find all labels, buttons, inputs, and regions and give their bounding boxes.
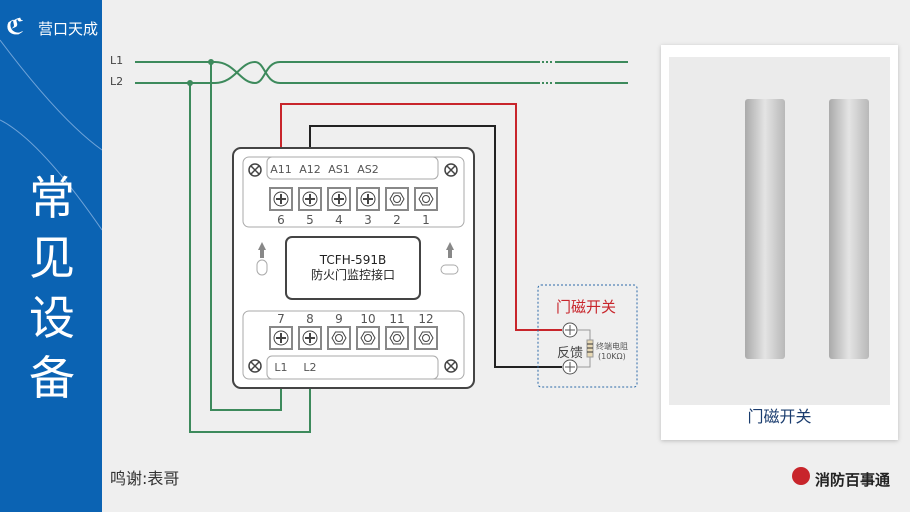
- l1-wire: [135, 61, 628, 85]
- resistor-label: 终端电阻: [596, 342, 628, 351]
- door-switch-title: 门磁开关: [556, 298, 617, 316]
- l2-wire: [135, 60, 628, 84]
- terminal-number: 9: [335, 312, 343, 326]
- terminal-number: 4: [335, 213, 343, 227]
- sidebar: ℭ 营口天成 常见设备: [0, 0, 102, 512]
- terminal-number: 3: [364, 213, 372, 227]
- red-wire: [280, 103, 562, 331]
- top-label: A12: [299, 163, 321, 176]
- logo-icon: ℭ: [6, 15, 25, 40]
- credit-text: 鸣谢:表哥: [110, 469, 180, 488]
- door-magnet-photo: [669, 57, 890, 405]
- brand-name: 营口天成: [38, 20, 99, 38]
- footer-brand: 消防百事通: [815, 471, 891, 489]
- footer-logo-icon: [792, 467, 810, 485]
- l2-label: L2: [110, 75, 124, 88]
- device-name: 防火门监控接口: [310, 268, 395, 282]
- feedback-label: 反馈: [557, 346, 584, 361]
- terminal-number: 11: [389, 312, 405, 326]
- terminal-number: 6: [277, 213, 285, 227]
- bottom-label: L2: [303, 361, 317, 374]
- terminal-number: 10: [360, 312, 376, 326]
- terminal-number: 2: [393, 213, 401, 227]
- product-photo-card: 门磁开关: [661, 45, 898, 440]
- bottom-label: L1: [274, 361, 288, 374]
- black-wire: [309, 125, 562, 368]
- photo-caption: 门磁开关: [747, 407, 812, 426]
- terminal-number: 12: [418, 312, 434, 326]
- decorative-arcs: [0, 39, 102, 231]
- terminal-number: 8: [306, 312, 314, 326]
- top-label: AS2: [357, 163, 379, 176]
- door-switch-box: [537, 284, 638, 388]
- device-model: TCFH-591B: [319, 253, 387, 267]
- terminal-number: 5: [306, 213, 314, 227]
- sidebar-title: 常见设备: [29, 171, 75, 405]
- terminal-number: 1: [422, 213, 430, 227]
- device-label-box: [285, 236, 421, 300]
- top-label: AS1: [328, 163, 350, 176]
- resistor-value: (10KΩ): [598, 352, 626, 361]
- top-label: A11: [270, 163, 292, 176]
- terminal-number: 7: [277, 312, 285, 326]
- l1-label: L1: [110, 54, 124, 67]
